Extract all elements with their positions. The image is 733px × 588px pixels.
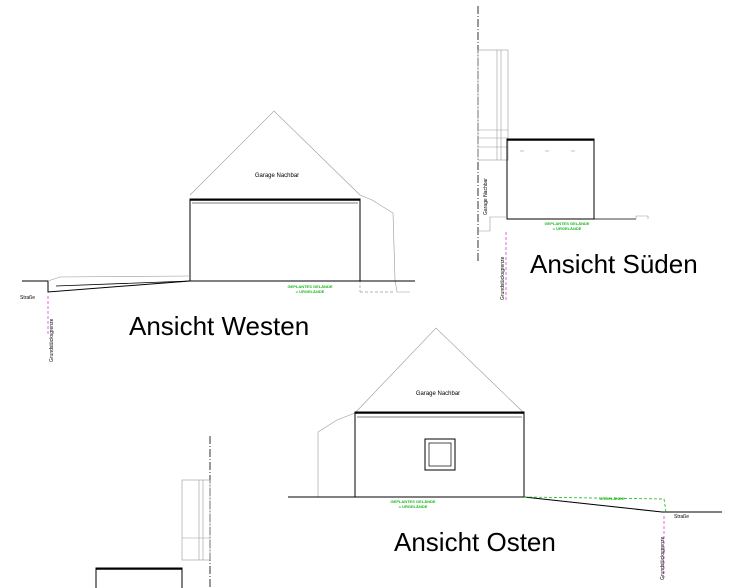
west-boundary-label: Grundstücksgrenze: [49, 318, 55, 362]
osten-street-label: Straße: [674, 514, 689, 520]
west-facade: [189, 198, 361, 282]
osten-elevation: Garage Nachbar GEPLANTES GELÄNDE = URGEL…: [288, 327, 722, 580]
osten-boundary-label: Grundstücksgrenze: [660, 536, 666, 580]
west-street-label: Straße: [20, 295, 35, 301]
sued-garage-label: Garage Nachbar: [483, 178, 489, 215]
sued-boundary-label: Grundstücksgrenze: [500, 256, 506, 300]
partial-neighbour-garage: [181, 479, 211, 561]
west-ramp-inner: [55, 280, 191, 287]
west-elevation: Garage Nachbar GEPLANTES GELÄNDE = URGEL…: [20, 110, 415, 362]
partial-facade: [95, 567, 183, 588]
sued-neighbour-garage: [477, 49, 509, 161]
osten-neighbour-gable: [354, 327, 525, 414]
west-terrain-label-1: GEPLANTES GELÄNDE: [287, 284, 332, 289]
west-title: Ansicht Westen: [129, 311, 309, 341]
west-terrain-label-2: = URGELÄNDE: [296, 289, 325, 294]
sued-step: [635, 215, 649, 219]
sued-terrain-label-1: GEPLANTES GELÄNDE: [544, 221, 589, 226]
osten-window-outer: [424, 438, 456, 471]
west-neighbour-side: [359, 194, 410, 293]
osten-neighbour-side: [317, 412, 356, 497]
west-garage-label: Garage Nachbar: [255, 173, 299, 179]
osten-ramp: [523, 496, 722, 513]
osten-garage-label: Garage Nachbar: [416, 391, 460, 397]
partial-elevation: [95, 436, 211, 588]
osten-terrain-label-2: = URGELÄNDE: [399, 504, 428, 509]
sued-elevation: Garage Nachbar GEPLANTES GELÄNDE = URGEL…: [477, 6, 698, 302]
sued-title: Ansicht Süden: [530, 249, 698, 279]
osten-window-inner: [428, 442, 452, 467]
osten-title: Ansicht Osten: [394, 527, 556, 557]
sued-terrain-label-2: = URGELÄNDE: [553, 226, 582, 231]
west-neighbour-gable: [189, 110, 361, 196]
west-ramp: [22, 280, 191, 293]
osten-urgelaende-label: URGELÄNDE: [599, 496, 625, 501]
osten-terrain-label-1: GEPLANTES GELÄNDE: [390, 499, 435, 504]
west-existing-terrain: [47, 275, 191, 282]
osten-urgelaende-line: [523, 496, 667, 513]
osten-facade: [354, 411, 525, 498]
sued-terrain-left: [478, 216, 507, 232]
